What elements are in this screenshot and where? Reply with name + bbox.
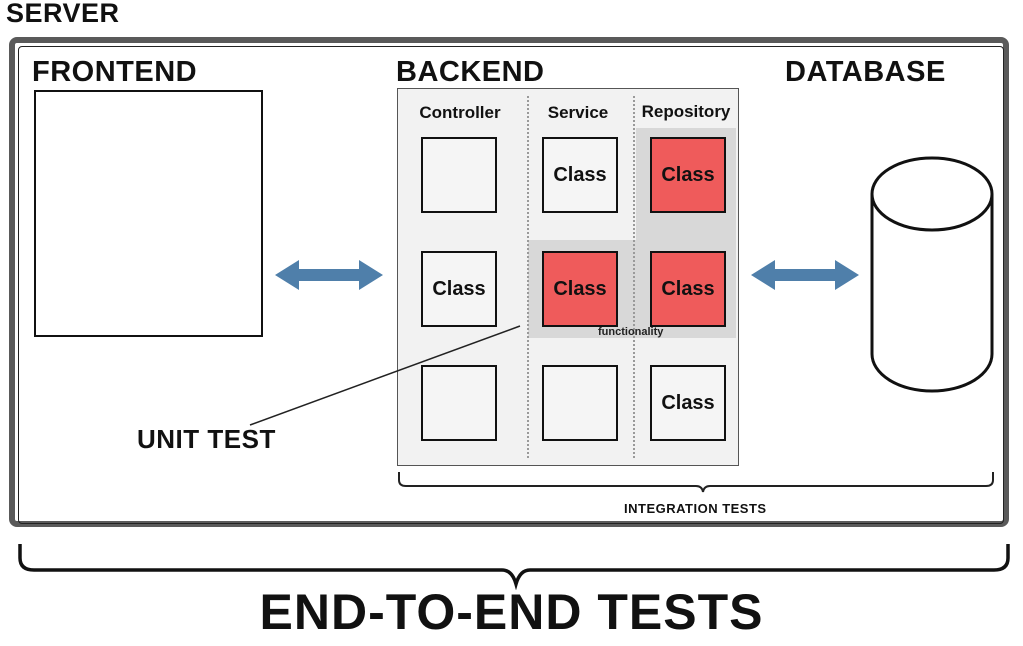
column-header-service: Service [547,103,609,122]
integration-tests-brace [398,472,994,493]
class-box: Class [542,137,618,213]
bidirectional-arrow-icon [751,260,859,290]
frontend-box [34,90,263,337]
class-box: Class [650,365,726,441]
frontend-title: FRONTEND [32,56,198,88]
server-box [9,37,1009,527]
bidirectional-arrow-icon [275,260,383,290]
class-box: Class [421,251,497,327]
functionality-label: functionality [598,326,664,338]
class-box-highlighted: Class [542,251,618,327]
database-title: DATABASE [785,56,946,88]
column-separator [633,96,635,458]
integration-tests-label: INTEGRATION TESTS [624,501,767,516]
unit-test-label: UNIT TEST [137,424,276,454]
end-to-end-brace [18,544,1010,590]
class-box-highlighted: Class [650,251,726,327]
class-box [421,137,497,213]
column-separator [527,96,529,458]
column-header-controller: Controller [419,103,501,122]
server-inner-frame [18,46,1004,524]
server-label: SERVER [6,0,120,28]
class-box [542,365,618,441]
backend-title: BACKEND [396,56,545,88]
database-cylinder-icon [870,156,994,393]
class-box-highlighted: Class [650,137,726,213]
class-box [421,365,497,441]
end-to-end-tests-label: END-TO-END TESTS [259,584,764,640]
column-header-repository: Repository [641,102,731,121]
